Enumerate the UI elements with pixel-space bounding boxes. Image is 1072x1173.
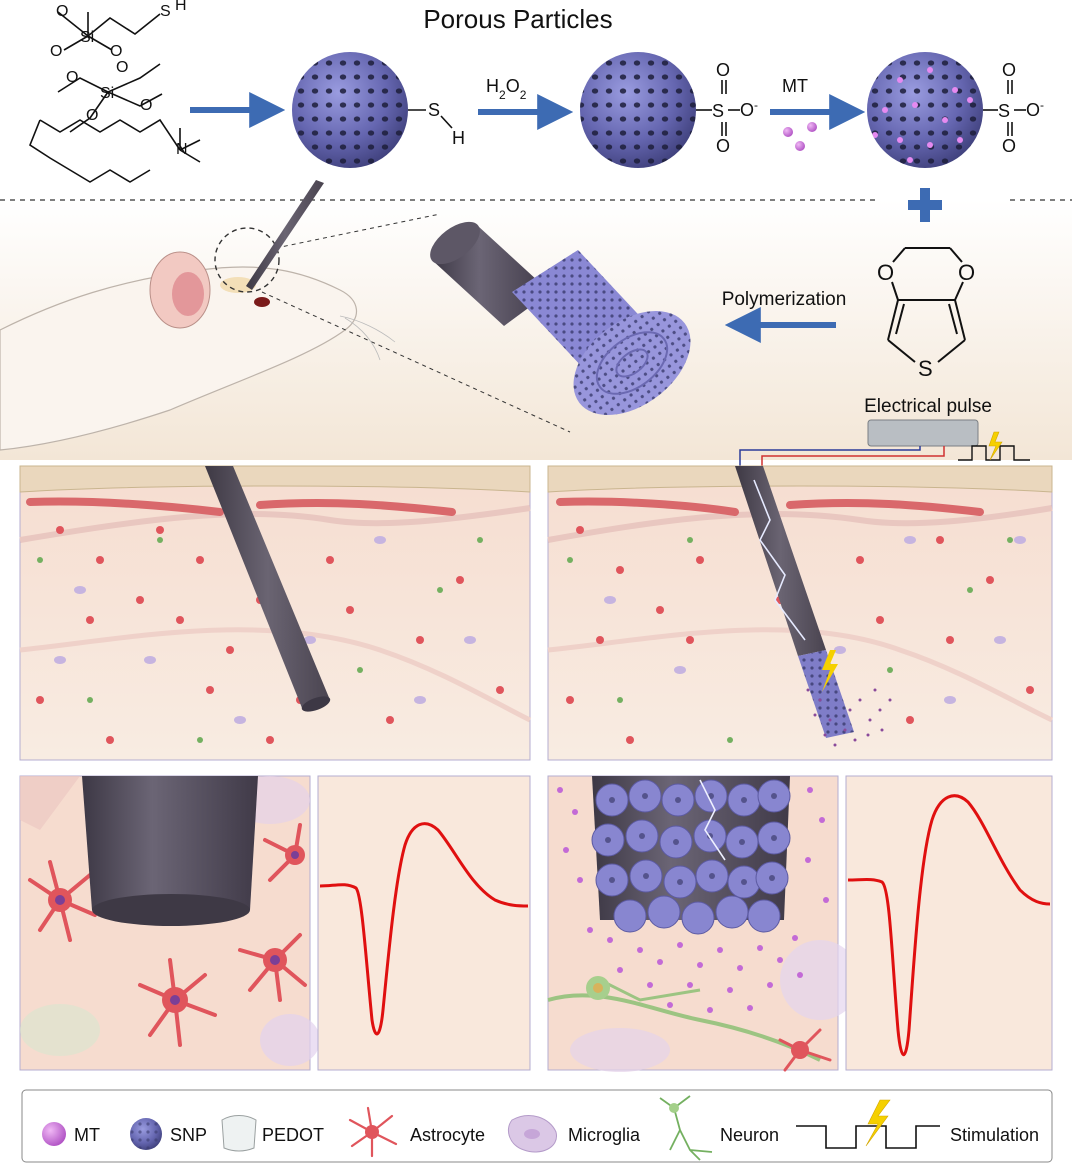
plus-sign — [908, 188, 942, 222]
atom-label: O- — [1026, 98, 1044, 120]
atom-label: S — [160, 3, 171, 20]
atom-label: O — [1002, 136, 1016, 156]
signal-panel-control — [317, 775, 531, 1071]
atom-label: O — [716, 60, 730, 80]
mptms-chain — [57, 11, 161, 38]
legend-neuron-label: Neuron — [720, 1125, 779, 1145]
stimulator-wire-red — [761, 446, 945, 466]
legend-mt-icon — [42, 1122, 66, 1146]
atom-label: O — [1002, 60, 1016, 80]
implanted-electrode — [246, 180, 324, 290]
lightning-icon — [822, 650, 838, 692]
tissue-panel-control — [19, 465, 532, 761]
atom-label: O — [66, 69, 78, 86]
stimulator-wire-blue — [739, 446, 921, 466]
atom-label: S — [998, 101, 1010, 121]
atom-label: H — [452, 128, 465, 148]
legend-mt-label: MT — [74, 1125, 100, 1145]
legend: MT SNP PEDOT Astrocyte Microglia Neuron … — [21, 1089, 1053, 1163]
atom-label: Si — [80, 29, 94, 46]
atom-label: O — [86, 107, 98, 124]
atom-label: O — [116, 59, 128, 76]
action-potential-trace — [319, 822, 529, 1036]
atom-label: Si — [100, 85, 114, 102]
precursor-structures — [29, 11, 201, 183]
legend-neuron-icon — [659, 1095, 713, 1161]
bare-electrode — [205, 466, 330, 708]
discharge-lightning — [753, 479, 806, 641]
legend-pedot-icon — [221, 1115, 257, 1152]
electrical-pulse-label: Electrical pulse — [864, 396, 992, 417]
atom-label: O — [110, 43, 122, 60]
snp-mt-loaded: S O O O- — [867, 52, 1044, 168]
atom-label: O- — [740, 98, 758, 120]
h2o2-label: H2O2 — [486, 76, 527, 102]
stimulator-device — [867, 419, 979, 447]
legend-astrocyte-label: Astrocyte — [410, 1125, 485, 1145]
action-potential-trace — [847, 794, 1051, 1057]
lightning-icon — [865, 1099, 891, 1147]
ctab-chain-2 — [29, 119, 151, 183]
edot-structure — [887, 247, 966, 363]
atom-label: N — [176, 141, 188, 158]
rat-illustration — [0, 213, 571, 451]
lightning-icon — [988, 431, 1003, 461]
legend-pedot-label: PEDOT — [262, 1125, 324, 1145]
mt-label: MT — [782, 76, 808, 96]
legend-microglia-label: Microglia — [568, 1125, 641, 1145]
atom-label: O — [140, 97, 152, 114]
tissue-panel-stimulated — [547, 465, 1054, 761]
legend-astrocyte-icon — [348, 1106, 398, 1158]
legend-snp-label: SNP — [170, 1125, 207, 1145]
mt-molecules — [783, 122, 817, 151]
atom-label: S — [712, 101, 724, 121]
snp-sulfonate: S O O O- — [580, 52, 758, 168]
ctab-headgroup — [179, 128, 201, 163]
ctab-chain-1 — [39, 118, 181, 151]
signal-panel-stimulated — [845, 775, 1053, 1071]
teos-bonds — [57, 63, 163, 133]
polymerization-label: Polymerization — [722, 289, 847, 310]
pulse-waveform — [958, 445, 1030, 461]
atom-label: H — [175, 0, 187, 14]
mptms-methoxy — [63, 12, 113, 51]
atom-label: O — [56, 3, 68, 20]
atom-label: O — [958, 260, 975, 285]
atom-label: O — [50, 43, 62, 60]
zoom-panel-control — [19, 775, 320, 1071]
legend-stimulation-icon — [796, 1125, 940, 1149]
atom-label: O — [716, 136, 730, 156]
atom-label: S — [428, 100, 440, 120]
legend-stimulation-label: Stimulation — [950, 1125, 1039, 1145]
snp-thiol: S H — [292, 52, 465, 168]
atom-label: S — [918, 356, 933, 381]
zoom-panel-stimulated — [547, 775, 860, 1072]
figure-title: Porous Particles — [423, 4, 612, 34]
coated-electrode-zoom — [430, 221, 691, 415]
atom-label: O — [877, 260, 894, 285]
coated-electrode — [735, 466, 826, 656]
zoom-lines — [261, 213, 571, 433]
zoom-circle — [214, 227, 280, 293]
snp-coating-spheres — [591, 779, 791, 935]
